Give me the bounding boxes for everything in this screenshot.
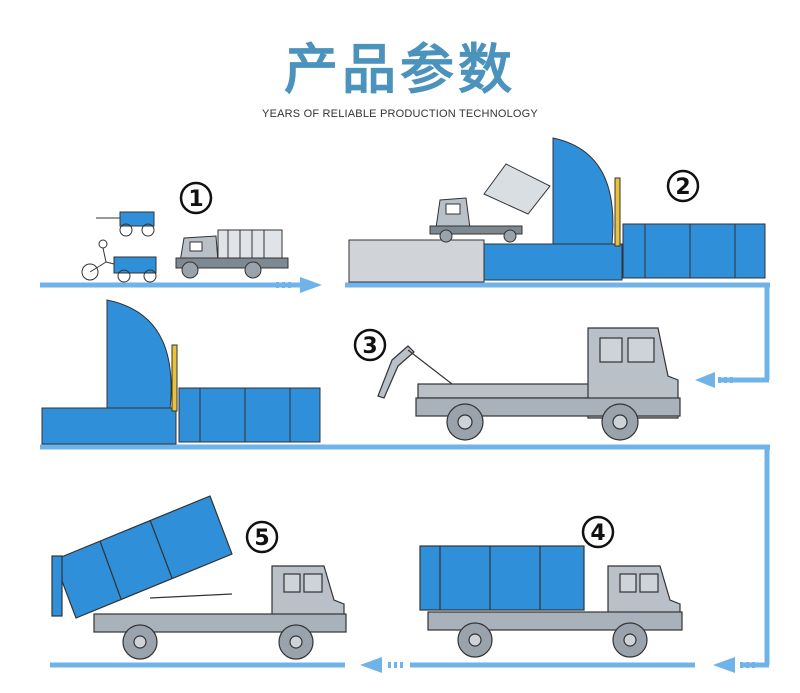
step-number: 4 [590,521,605,546]
tricycle-icon [81,239,157,283]
dump-truck-icon [429,163,551,243]
small-truck-icon [175,229,289,279]
step-badge-1: 1 [179,181,213,215]
dumping-truck-icon [51,495,347,660]
step-number: 5 [254,526,269,551]
flow-arrow-left [713,657,755,673]
compactor-station [483,137,623,281]
page-subtitle: YEARS OF RELIABLE PRODUCTION TECHNOLOGY [262,108,538,120]
cart-icon [96,211,155,237]
step-badge-3: 3 [353,328,387,362]
garbage-container [622,223,766,279]
compactor-station [41,299,178,445]
flow-arrow-left [695,372,733,388]
step-number: 1 [188,187,203,212]
flow-arrow-right [276,277,322,293]
step-badge-4: 4 [581,515,615,549]
step-number: 2 [675,175,690,200]
flow-arrow-left [360,657,403,673]
ground-pit [348,239,485,283]
step-badge-2: 2 [666,169,700,203]
step-number: 3 [362,334,377,359]
page-title: 产品参数 [284,38,516,101]
hooklift-truck-icon [377,327,681,441]
garbage-container [178,387,321,443]
container-truck-icon [419,545,683,658]
step-badge-5: 5 [245,520,279,554]
